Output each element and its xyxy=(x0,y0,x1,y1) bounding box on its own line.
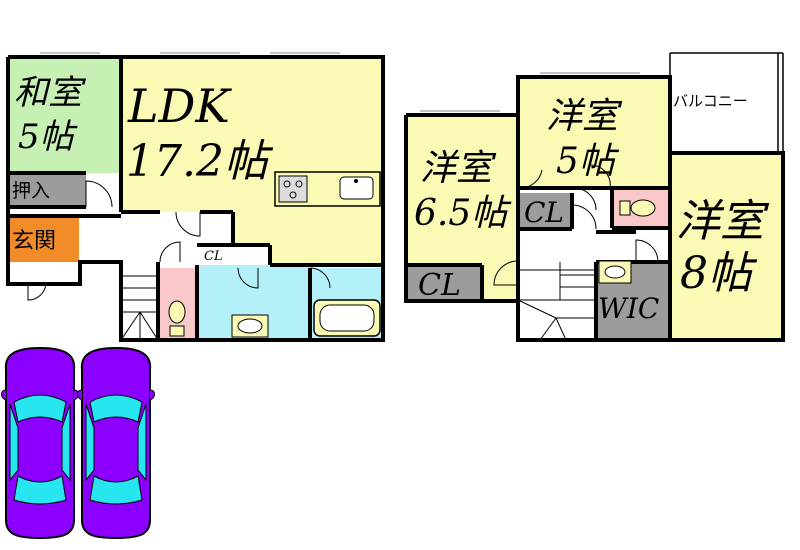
youshitsu-65-name: 洋室 xyxy=(420,148,497,189)
youshitsu-8-size: 8帖 xyxy=(680,248,758,299)
sink-icon xyxy=(339,176,374,200)
parking xyxy=(1,346,155,540)
second-floor: 洋室 6.5帖 洋室 5帖 洋室 8帖 CL CL WIC バルコニー xyxy=(404,52,785,342)
closet-a-label: CL xyxy=(418,268,461,303)
stairs-2f-icon xyxy=(517,262,596,341)
youshitsu-5-size: 5帖 xyxy=(556,141,620,182)
balcony-label: バルコニー xyxy=(673,92,748,110)
door-swing-icon xyxy=(27,180,331,301)
washbasin-icon xyxy=(231,314,269,338)
first-floor: 和室 5帖 押入 玄関 LDK 17.2帖 CL xyxy=(6,52,385,342)
oshiire-closet xyxy=(8,173,86,207)
youshitsu-5-room xyxy=(518,77,669,188)
toilet-2f-icon xyxy=(619,199,656,217)
ldk-name: LDK xyxy=(127,79,232,133)
washitsu-size: 5帖 xyxy=(18,117,79,157)
washitsu-name: 和室 xyxy=(14,73,87,113)
youshitsu-65-size: 6.5帖 xyxy=(414,193,512,234)
youshitsu-8-room xyxy=(670,153,783,340)
washitsu-room xyxy=(8,57,121,173)
closet-b xyxy=(518,193,572,229)
car-icon xyxy=(1,346,79,540)
balcony-outline xyxy=(669,52,784,153)
stairs-icon xyxy=(120,275,159,341)
bathtub-icon xyxy=(313,299,381,337)
walls-1f xyxy=(6,55,385,342)
washbasin-2f-area xyxy=(596,232,636,262)
youshitsu-8-name: 洋室 xyxy=(676,196,770,247)
wic-label: WIC xyxy=(598,292,659,325)
car-icon xyxy=(77,346,155,540)
ldk-size: 17.2帖 xyxy=(126,136,274,187)
oshiire-label: 押入 xyxy=(12,180,50,202)
genkan-label: 玄関 xyxy=(12,229,56,254)
door-swing-2f-icon xyxy=(493,164,659,286)
youshitsu-5-name: 洋室 xyxy=(546,96,623,137)
kitchen-counter-icon xyxy=(274,171,381,207)
balcony xyxy=(670,53,783,153)
closet-1f-label: CL xyxy=(204,249,223,264)
stove-icon xyxy=(278,175,308,203)
closet-1f xyxy=(199,247,231,263)
washbasin-2f-icon xyxy=(598,260,632,284)
genkan-entrance xyxy=(8,216,79,262)
closet-b-label: CL xyxy=(524,196,564,229)
closet-a xyxy=(406,265,482,301)
toilet-icon xyxy=(168,300,186,337)
ldk-room xyxy=(121,57,383,265)
